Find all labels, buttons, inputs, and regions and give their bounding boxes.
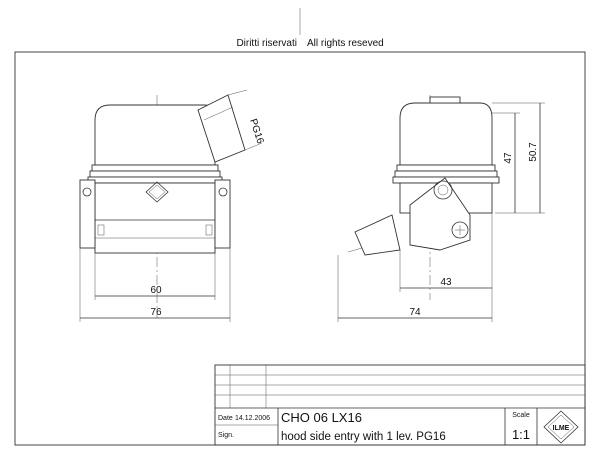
dim-60-label: 60 <box>150 285 162 296</box>
dim-74-label: 74 <box>409 307 421 318</box>
dim-50-7-label: 50.7 <box>528 142 539 162</box>
side-lever <box>409 177 471 251</box>
sign-label: Sign. <box>218 432 234 439</box>
scale-value: 1:1 <box>512 427 530 442</box>
dim-43-label: 43 <box>440 277 452 288</box>
pg16-leader <box>227 89 248 96</box>
cable-entry-thread <box>203 106 234 121</box>
part-description: hood side entry with 1 lev. PG16 <box>281 431 446 443</box>
part-code: CHO 06 LX16 <box>281 410 362 425</box>
front-left-lever <box>79 179 96 249</box>
front-hood-top <box>94 104 216 166</box>
date-label: Date <box>218 415 233 422</box>
front-right-pin <box>218 187 228 197</box>
ilme-logo-icon <box>543 410 579 444</box>
rights-english: All rights reseved <box>307 38 384 49</box>
scale-label: Scale <box>512 412 530 419</box>
side-entry-tip <box>347 247 363 253</box>
dim-76-label: 76 <box>150 307 162 318</box>
dim-47-label: 47 <box>503 152 514 164</box>
side-lock-pin <box>451 221 469 239</box>
side-hood-top <box>399 102 493 166</box>
side-view: 47 50.7 43 74 <box>337 95 545 322</box>
ilme-logo-inner <box>547 414 575 440</box>
front-right-lever <box>214 179 231 249</box>
ilme-logo-text: ILME <box>553 425 570 432</box>
front-left-slot <box>97 224 105 236</box>
side-lever-pivot-inner <box>437 184 449 196</box>
pg16-leader-2 <box>244 142 263 151</box>
front-lower-body <box>94 182 216 254</box>
front-right-slot <box>205 224 213 236</box>
title-block: Date 14.12.2006 Sign. CHO 06 LX16 hood s… <box>214 364 586 446</box>
pg16-label: PG16 <box>247 118 265 146</box>
front-left-pin <box>82 187 92 197</box>
front-logo-badge <box>145 181 169 203</box>
rights-italian: Diritti riservati <box>236 38 297 49</box>
title-block-frame <box>214 364 586 446</box>
front-logo-inner <box>148 184 166 200</box>
side-rib-1 <box>396 164 496 172</box>
front-rib-2 <box>89 170 221 178</box>
side-lever-pivot <box>433 180 453 200</box>
date-value: 14.12.2006 <box>235 415 270 422</box>
front-rib-3 <box>87 176 223 184</box>
side-cable-entry <box>354 214 401 256</box>
front-view: 60 76 PG16 <box>79 89 266 322</box>
side-rib-2 <box>394 170 498 178</box>
front-rib-1 <box>91 164 219 172</box>
side-top-cap <box>429 96 461 104</box>
